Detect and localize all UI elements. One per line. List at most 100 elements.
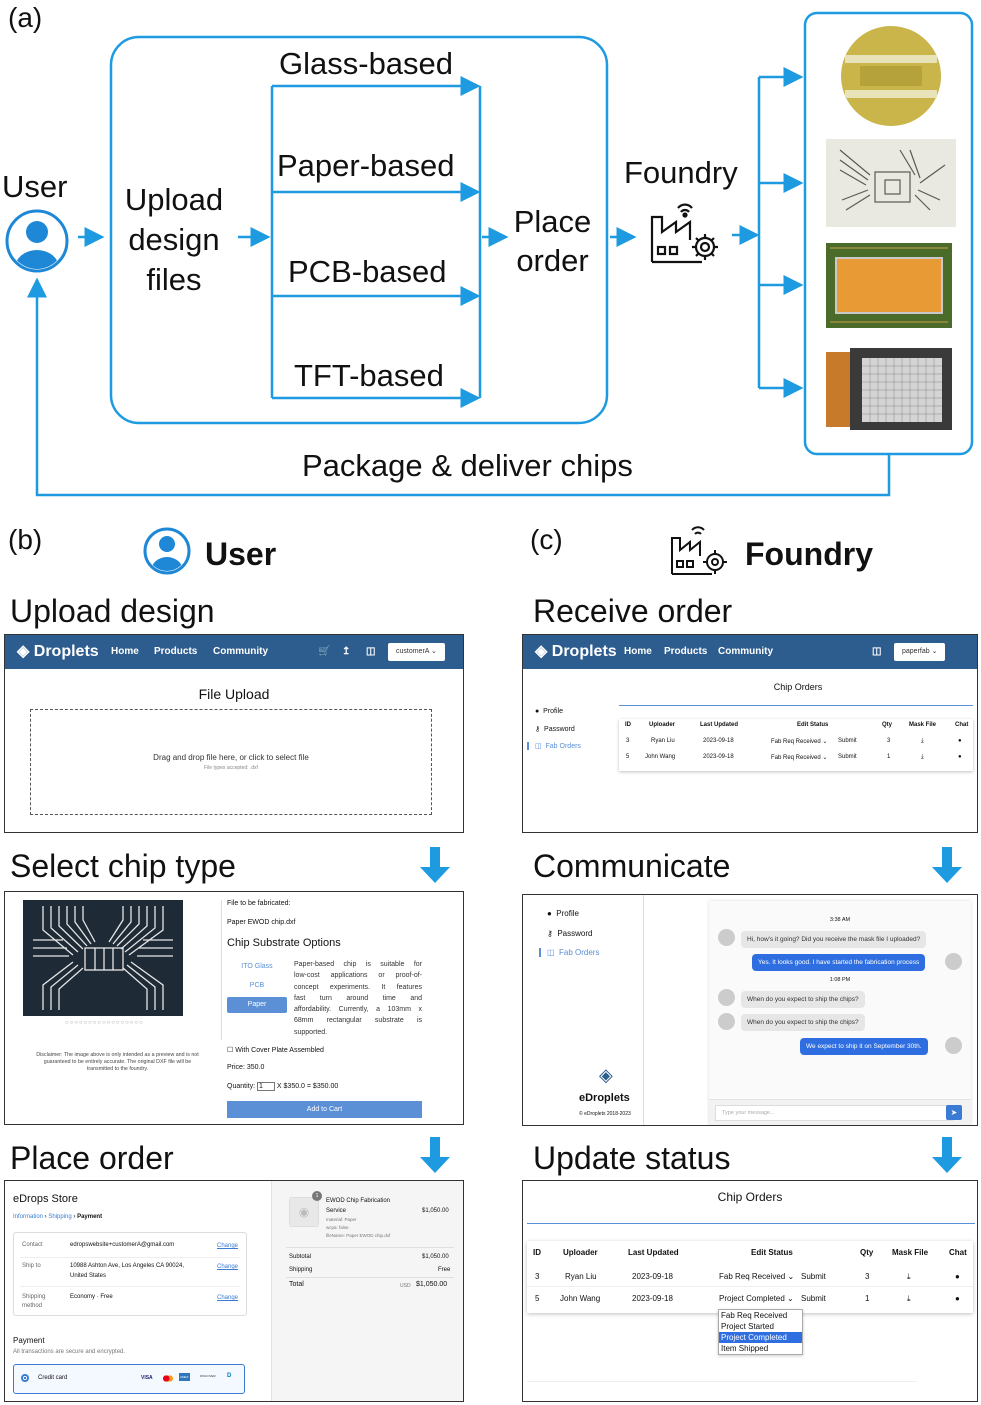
dropdown-option-selected[interactable]: Project Completed xyxy=(719,1332,802,1343)
credit-card-option[interactable]: Credit card VISA AMEX DISCOVER D xyxy=(13,1364,245,1394)
download-icon[interactable]: ⤓ xyxy=(907,1272,911,1281)
chat-time-1: 3:38 AM xyxy=(829,917,851,923)
update-status-heading: Update status xyxy=(533,1140,731,1176)
crumb-information[interactable]: Information xyxy=(13,1214,44,1220)
sidebar-item-fab-orders[interactable]: ◫ Fab Orders xyxy=(527,742,581,750)
account-dropdown[interactable]: customerA ⌄ xyxy=(388,643,445,661)
chip-type-paper: Paper-based xyxy=(277,148,455,183)
database-icon[interactable]: ◫ xyxy=(366,646,376,657)
payment-title: Payment xyxy=(13,1336,45,1345)
preview-disclaimer: Disclaimer: The image above is only inte… xyxy=(15,1052,220,1073)
col-last-updated: Last Updated xyxy=(700,722,739,728)
file-label: File to be fabricated: xyxy=(227,900,291,907)
download-icon[interactable]: ⤓ xyxy=(921,754,924,760)
status-select[interactable]: Fab Req Received ⌄ xyxy=(719,1272,795,1281)
chip-orders-title: Chip Orders xyxy=(773,682,823,692)
col-qty: Qty xyxy=(882,722,893,728)
download-icon[interactable]: ⤓ xyxy=(921,738,924,744)
crumb-shipping[interactable]: Shipping xyxy=(48,1214,72,1220)
option-description: Paper-based chip is suitable for low-cos… xyxy=(294,959,422,1038)
pcb-chip-image xyxy=(826,243,952,328)
summary-divider xyxy=(286,1247,454,1248)
nav-community[interactable]: Community xyxy=(718,646,773,657)
option-ito-glass[interactable]: ITO Glass xyxy=(241,963,273,970)
submit-link[interactable]: Submit xyxy=(801,1272,826,1281)
preview-dots: ○○○○○○○○○○○○○○○○○ xyxy=(65,1020,144,1026)
cart-icon[interactable]: 🛒 xyxy=(318,646,331,657)
message-input[interactable]: Type your message... xyxy=(715,1105,953,1121)
droplets-logo[interactable]: ◈ Droplets xyxy=(17,641,99,661)
chat-icon[interactable]: ● xyxy=(955,1272,960,1281)
nav-community[interactable]: Community xyxy=(213,646,268,657)
status-select[interactable]: Project Completed ⌄ xyxy=(719,1294,794,1303)
sidebar-item-profile[interactable]: ● Profile xyxy=(547,909,579,918)
cell-qty: 1 xyxy=(865,1294,870,1303)
paper-chip-image xyxy=(826,139,956,227)
dropdown-option[interactable]: Item Shipped xyxy=(721,1344,769,1353)
sidebar-fab-orders-label: Fab Orders xyxy=(559,948,600,957)
account-dropdown[interactable]: paperfab ⌄ xyxy=(894,643,946,661)
submit-link[interactable]: Submit xyxy=(801,1294,826,1303)
database-icon: ◫ xyxy=(535,743,542,750)
submit-link[interactable]: Submit xyxy=(838,754,857,760)
chat-icon[interactable]: ● xyxy=(958,754,962,760)
cover-plate-checkbox[interactable]: ☐ With Cover Plate Assembled xyxy=(227,1046,324,1054)
total-label: Total xyxy=(289,1281,304,1288)
change-contact-link[interactable]: Change xyxy=(217,1243,239,1249)
change-shipto-link[interactable]: Change xyxy=(217,1264,239,1270)
dropzone-hint: File types accepted: .dxf xyxy=(204,765,258,771)
chip-type-pcb: PCB-based xyxy=(288,254,447,289)
option-pcb[interactable]: PCB xyxy=(249,982,265,989)
chat-message-incoming: When do you expect to ship the chips? xyxy=(741,991,865,1008)
avatar xyxy=(718,929,735,946)
status-select[interactable]: Fab Req Received ⌄ xyxy=(771,739,828,745)
status-select[interactable]: Fab Req Received ⌄ xyxy=(771,755,828,761)
dropdown-option[interactable]: Project Started xyxy=(721,1322,774,1331)
sidebar-item-password[interactable]: ⚷ Password xyxy=(547,929,592,938)
chat-icon[interactable]: ● xyxy=(955,1294,960,1303)
upload-line-1: Upload xyxy=(124,182,224,217)
download-icon[interactable]: ⤓ xyxy=(907,1294,911,1303)
sidebar-item-profile[interactable]: ● Profile xyxy=(535,708,563,715)
products-box xyxy=(803,11,974,456)
submit-link[interactable]: Submit xyxy=(838,738,857,744)
database-icon[interactable]: ◫ xyxy=(872,646,882,657)
upload-line-3: files xyxy=(146,262,202,297)
nav-products[interactable]: Products xyxy=(664,646,708,657)
dropdown-option[interactable]: Fab Req Received xyxy=(721,1311,788,1320)
cell-id: 3 xyxy=(626,738,630,744)
change-shipping-link[interactable]: Change xyxy=(217,1295,239,1301)
arrow-down-icon xyxy=(932,847,962,883)
avatar xyxy=(945,953,962,970)
quantity-label: Quantity: xyxy=(227,1083,256,1090)
droplet-icon: ◈ xyxy=(535,643,548,660)
radio-selected-icon xyxy=(21,1374,29,1382)
account-name: customerA xyxy=(396,648,430,655)
checkbox-icon: ☐ xyxy=(227,1047,234,1054)
bottom-divider xyxy=(527,1381,917,1382)
nav-home[interactable]: Home xyxy=(624,646,652,657)
sidebar-item-fab-orders[interactable]: ◫ Fab Orders xyxy=(539,948,599,957)
logo-text: Droplets xyxy=(33,643,99,660)
shipto-label: Ship to xyxy=(22,1263,41,1269)
droplets-logo[interactable]: ◈ Droplets xyxy=(535,641,617,661)
sidebar-profile-label: Profile xyxy=(556,909,579,918)
quantity-input[interactable]: 1 xyxy=(256,1082,275,1091)
chat-icon[interactable]: ● xyxy=(958,738,962,744)
upload-icon[interactable]: ↥ xyxy=(342,646,351,657)
col-edit-status: Edit Status xyxy=(797,722,829,728)
col-id: ID xyxy=(625,722,631,728)
cell-updated: 2023-09-18 xyxy=(703,738,734,744)
sidebar-item-password[interactable]: ⚷ Password xyxy=(535,725,575,733)
shipto-value-2: United States xyxy=(70,1273,107,1279)
sidebar-password-label: Password xyxy=(557,929,593,938)
status-value: Fab Req Received xyxy=(719,1272,786,1281)
file-dropzone[interactable]: Drag and drop file here, or click to sel… xyxy=(30,709,432,815)
option-paper[interactable]: Paper xyxy=(227,997,287,1013)
user-role-label: User xyxy=(205,536,277,572)
nav-home[interactable]: Home xyxy=(111,646,139,657)
cell-uploader: John Wang xyxy=(560,1294,601,1303)
add-to-cart-button[interactable]: Add to Cart xyxy=(227,1101,422,1118)
nav-products[interactable]: Products xyxy=(154,646,198,657)
send-button[interactable]: ➤ xyxy=(946,1105,962,1120)
